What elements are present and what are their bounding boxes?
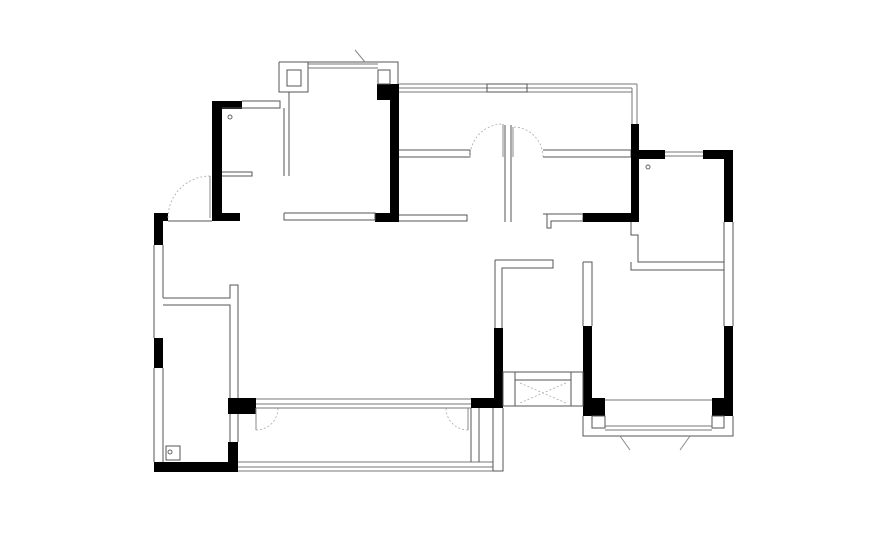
wall-segment [154, 213, 168, 221]
door-leaf [619, 435, 631, 451]
column-outline [286, 69, 302, 87]
wall-line [582, 416, 734, 437]
wall-line [630, 222, 725, 271]
wall-segment [154, 338, 163, 368]
wall-line [492, 408, 504, 472]
upper-balcony [399, 83, 639, 229]
door-leaf [354, 49, 366, 63]
wall-segment [154, 462, 238, 472]
wall-segment [724, 326, 733, 416]
wall-segment [212, 101, 222, 221]
wall-line [222, 100, 281, 109]
wall-line [279, 61, 399, 84]
drain-icon [167, 449, 173, 455]
column-outline [591, 415, 606, 429]
wall-line [543, 149, 632, 158]
wall-line [583, 261, 593, 326]
wall-segment [228, 398, 256, 414]
door-swing-arc [512, 126, 544, 158]
door-swing-arc [445, 407, 469, 431]
wall-line [222, 171, 253, 177]
wall-line [163, 304, 231, 398]
wall-line [163, 284, 239, 398]
room-lower-left [153, 338, 256, 472]
drain-icon [227, 114, 233, 120]
wall-segment [212, 101, 242, 109]
room-right-bedroom [630, 150, 734, 326]
room-middle-closet [471, 259, 584, 408]
room-upper-left-bath [212, 100, 290, 221]
wall-segment [212, 213, 240, 221]
wall-segment [583, 213, 639, 222]
door-swing-arc [469, 123, 504, 158]
wall-segment [703, 150, 733, 159]
shaft-diagonal [519, 382, 567, 404]
door-leaf [679, 435, 691, 451]
wall-segment [631, 124, 639, 221]
fixture-box [165, 445, 181, 461]
wall-segment [390, 84, 399, 222]
wall-line [495, 259, 554, 328]
room-living-dining [153, 175, 239, 398]
window-frame [486, 83, 528, 93]
wall-segment [712, 398, 733, 416]
wall-line [399, 149, 471, 158]
wall-segment [471, 398, 503, 408]
wall-segment [631, 150, 665, 159]
shaft-outline [502, 371, 584, 407]
drain-icon [645, 164, 651, 170]
wall-segment [583, 326, 592, 416]
wall-segment [724, 150, 733, 222]
wall-line [399, 214, 468, 222]
wall-line [278, 62, 309, 93]
room-lower-right-bedroom [582, 261, 734, 451]
room-upper-bedroom [278, 49, 399, 222]
wall-line [543, 213, 584, 229]
wall-line [283, 212, 376, 221]
wall-segment [494, 328, 503, 408]
door-swing-arc [167, 175, 211, 219]
wall-segment [583, 398, 605, 416]
wall-segment [154, 213, 163, 245]
wall-segment [228, 442, 238, 472]
door-swing-arc [255, 407, 279, 431]
column-outline [377, 69, 391, 85]
wall-segment [375, 213, 399, 222]
column-outline [711, 415, 725, 429]
lower-balcony [238, 398, 504, 472]
